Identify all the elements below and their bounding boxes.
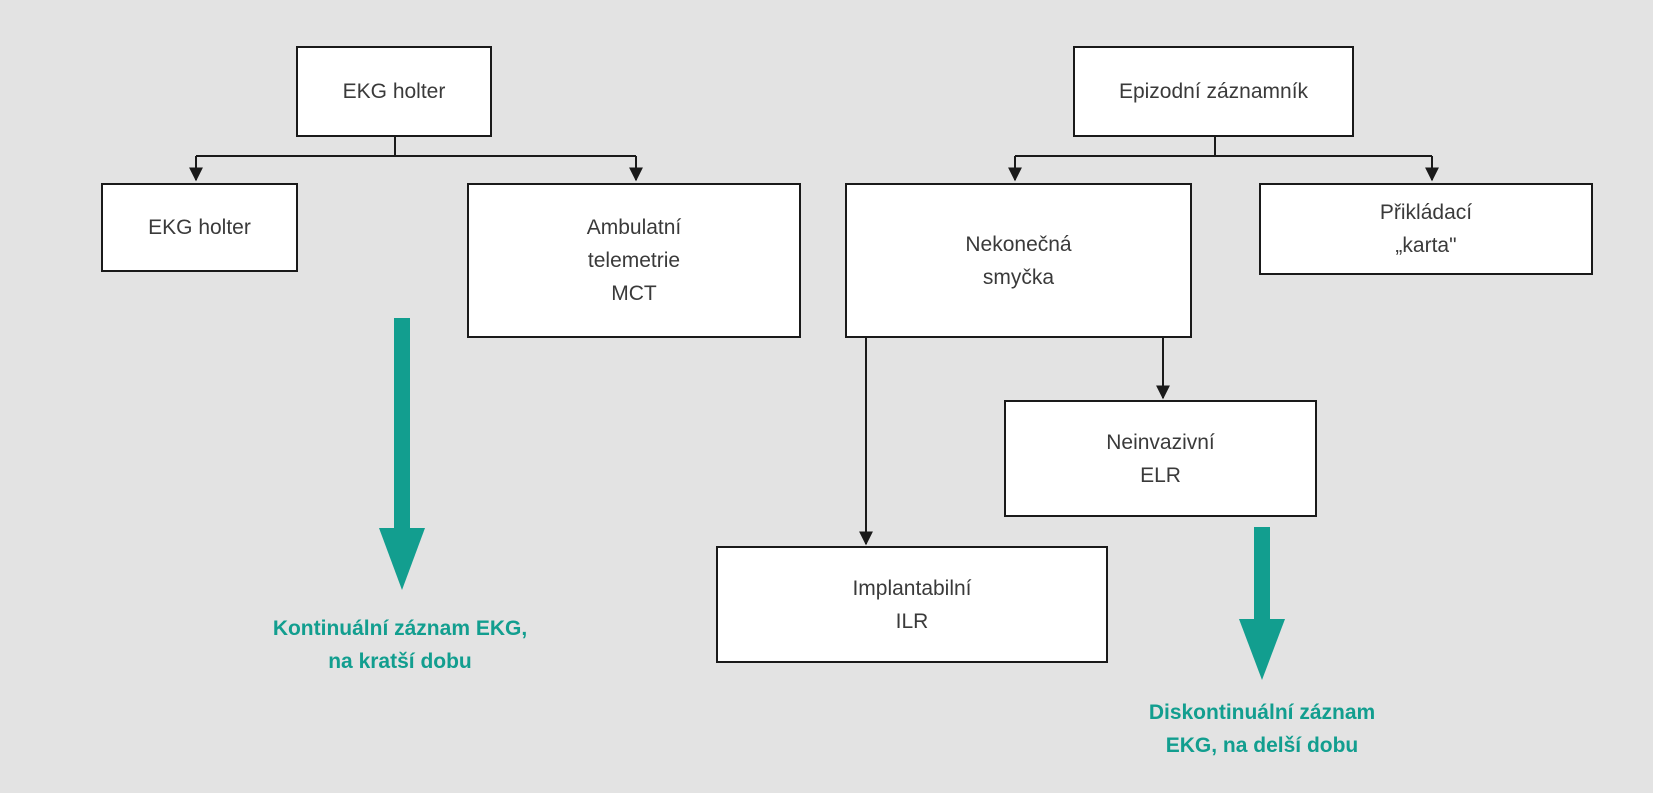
discontinuous-recording-note: Diskontinuální záznam EKG, na delší dobu [1148, 701, 1376, 757]
endless-loop-box: Nekonečná smyčka [845, 183, 1192, 338]
ekg-holter-root-box: EKG holter [296, 46, 492, 137]
ambulatory-telemetry-box: Ambulatní telemetrie MCT [467, 183, 801, 338]
ekg-holter-box: EKG holter [101, 183, 298, 272]
continuous-recording-note: Kontinuální záznam EKG, na kratší dobu [272, 617, 528, 673]
noninvasive-elr-box: Neinvazivní ELR [1004, 400, 1317, 517]
episodic-recorder-box: Epizodní záznamník [1073, 46, 1354, 137]
implantable-ilr-box: Implantabilní ILR [716, 546, 1108, 663]
patch-card-box: Přikládací „karta" [1259, 183, 1593, 275]
